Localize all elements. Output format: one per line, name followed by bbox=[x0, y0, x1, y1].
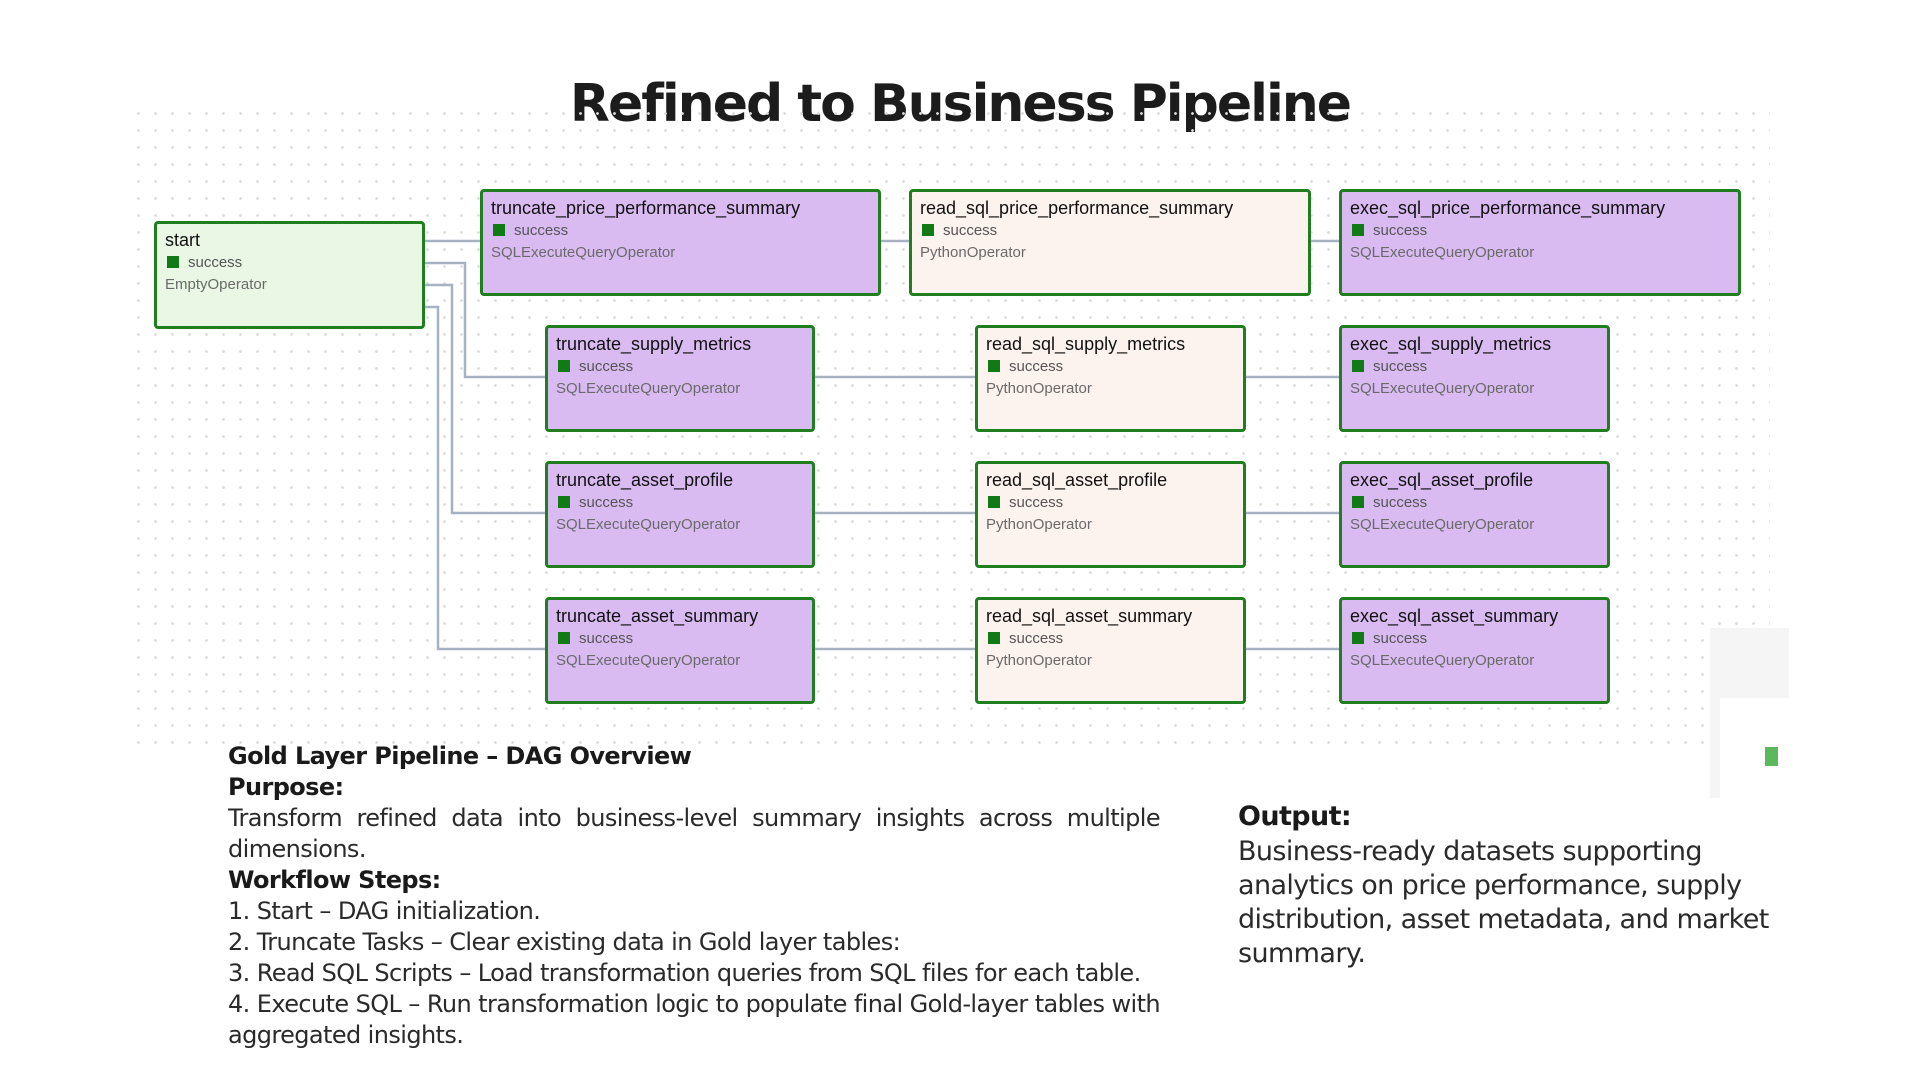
workflow-step: 2. Truncate Tasks – Clear existing data … bbox=[228, 928, 901, 956]
task-operator: PythonOperator bbox=[986, 652, 1092, 669]
workflow-step: 4. Execute SQL – Run transformation logi… bbox=[228, 990, 1161, 1049]
task-operator: EmptyOperator bbox=[165, 276, 267, 293]
task-operator: SQLExecuteQueryOperator bbox=[556, 380, 741, 397]
task-node-truncate-supply-metrics[interactable]: truncate_supply_metrics success SQLExecu… bbox=[545, 325, 815, 432]
task-operator: SQLExecuteQueryOperator bbox=[1350, 652, 1535, 669]
success-status-icon bbox=[558, 496, 570, 508]
success-status-icon bbox=[1352, 360, 1364, 372]
task-name: truncate_supply_metrics bbox=[556, 334, 752, 354]
task-node-truncate-asset-profile[interactable]: truncate_asset_profile success SQLExecut… bbox=[545, 461, 815, 568]
task-operator: PythonOperator bbox=[986, 380, 1092, 397]
decorative-panel-cutout bbox=[1720, 698, 1789, 808]
task-node-read-sql-supply-metrics[interactable]: read_sql_supply_metrics success PythonOp… bbox=[975, 325, 1246, 432]
task-name: truncate_asset_profile bbox=[556, 470, 734, 490]
success-status-icon bbox=[558, 360, 570, 372]
task-node-read-sql-asset-profile[interactable]: read_sql_asset_profile success PythonOpe… bbox=[975, 461, 1246, 568]
success-status-icon bbox=[988, 632, 1000, 644]
task-state: success bbox=[579, 630, 634, 647]
task-node-truncate-price-performance-summary[interactable]: truncate_price_performance_summary succe… bbox=[480, 189, 881, 296]
task-state: success bbox=[1373, 494, 1428, 511]
success-status-icon bbox=[988, 496, 1000, 508]
task-name: exec_sql_asset_summary bbox=[1350, 606, 1559, 626]
task-node-truncate-asset-summary[interactable]: truncate_asset_summary success SQLExecut… bbox=[545, 597, 815, 704]
success-status-icon bbox=[922, 224, 934, 236]
task-state: success bbox=[1009, 630, 1064, 647]
success-status-icon bbox=[493, 224, 505, 236]
edge-start-truncate-asset-summary bbox=[424, 305, 545, 651]
task-state: success bbox=[1373, 630, 1428, 647]
edge-start-truncate-profile bbox=[424, 283, 545, 515]
success-status-icon bbox=[1352, 632, 1364, 644]
purpose-label: Purpose: bbox=[228, 773, 344, 801]
task-node-exec-sql-price-performance-summary[interactable]: exec_sql_price_performance_summary succe… bbox=[1339, 189, 1741, 296]
workflow-steps-label: Workflow Steps: bbox=[228, 866, 441, 894]
task-name: exec_sql_asset_profile bbox=[1350, 470, 1534, 490]
task-name: read_sql_price_performance_summary bbox=[920, 198, 1234, 218]
task-operator: PythonOperator bbox=[986, 516, 1092, 533]
success-status-icon bbox=[988, 360, 1000, 372]
task-node-read-sql-price-performance-summary[interactable]: read_sql_price_performance_summary succe… bbox=[909, 189, 1311, 296]
output-label: Output: bbox=[1238, 801, 1352, 832]
workflow-step: 3. Read SQL Scripts – Load transformatio… bbox=[228, 959, 1141, 987]
task-state: success bbox=[579, 494, 634, 511]
task-state: success bbox=[1373, 222, 1428, 239]
edge-start-truncate-supply bbox=[424, 261, 545, 379]
decorative-green-marker bbox=[1765, 747, 1778, 766]
task-node-exec-sql-asset-summary[interactable]: exec_sql_asset_summary success SQLExecut… bbox=[1339, 597, 1610, 704]
task-node-read-sql-asset-summary[interactable]: read_sql_asset_summary success PythonOpe… bbox=[975, 597, 1246, 704]
task-name: exec_sql_price_performance_summary bbox=[1350, 198, 1666, 218]
dag-overview: Gold Layer Pipeline – DAG Overview Purpo… bbox=[228, 741, 1161, 1051]
task-node-exec-sql-supply-metrics[interactable]: exec_sql_supply_metrics success SQLExecu… bbox=[1339, 325, 1610, 432]
task-state: success bbox=[579, 358, 634, 375]
task-operator: SQLExecuteQueryOperator bbox=[491, 244, 676, 261]
task-state: success bbox=[514, 222, 569, 239]
success-status-icon bbox=[1352, 496, 1364, 508]
task-name: read_sql_asset_summary bbox=[986, 606, 1193, 626]
task-node-exec-sql-asset-profile[interactable]: exec_sql_asset_profile success SQLExecut… bbox=[1339, 461, 1610, 568]
task-state: success bbox=[943, 222, 998, 239]
success-status-icon bbox=[1352, 224, 1364, 236]
task-name: read_sql_supply_metrics bbox=[986, 334, 1186, 354]
task-operator: SQLExecuteQueryOperator bbox=[556, 516, 741, 533]
task-state: success bbox=[1373, 358, 1428, 375]
task-name: exec_sql_supply_metrics bbox=[1350, 334, 1552, 354]
task-operator: SQLExecuteQueryOperator bbox=[1350, 380, 1535, 397]
task-state: success bbox=[1009, 494, 1064, 511]
overview-heading: Gold Layer Pipeline – DAG Overview bbox=[228, 742, 692, 770]
task-node-start[interactable]: start success EmptyOperator bbox=[154, 221, 425, 329]
task-operator: SQLExecuteQueryOperator bbox=[556, 652, 741, 669]
task-operator: SQLExecuteQueryOperator bbox=[1350, 244, 1535, 261]
task-name: start bbox=[165, 230, 201, 250]
task-name: read_sql_asset_profile bbox=[986, 470, 1168, 490]
success-status-icon bbox=[558, 632, 570, 644]
purpose-text: Transform refined data into business-lev… bbox=[228, 804, 1161, 863]
workflow-step: 1. Start – DAG initialization. bbox=[228, 897, 541, 925]
task-operator: PythonOperator bbox=[920, 244, 1026, 261]
output-text: Business-ready datasets supporting analy… bbox=[1238, 836, 1769, 969]
output-section: Output: Business-ready datasets supporti… bbox=[1238, 800, 1803, 971]
success-status-icon bbox=[167, 256, 179, 268]
task-operator: SQLExecuteQueryOperator bbox=[1350, 516, 1535, 533]
task-name: truncate_asset_summary bbox=[556, 606, 759, 626]
task-name: truncate_price_performance_summary bbox=[491, 198, 801, 218]
task-state: success bbox=[1009, 358, 1064, 375]
task-state: success bbox=[188, 254, 243, 271]
